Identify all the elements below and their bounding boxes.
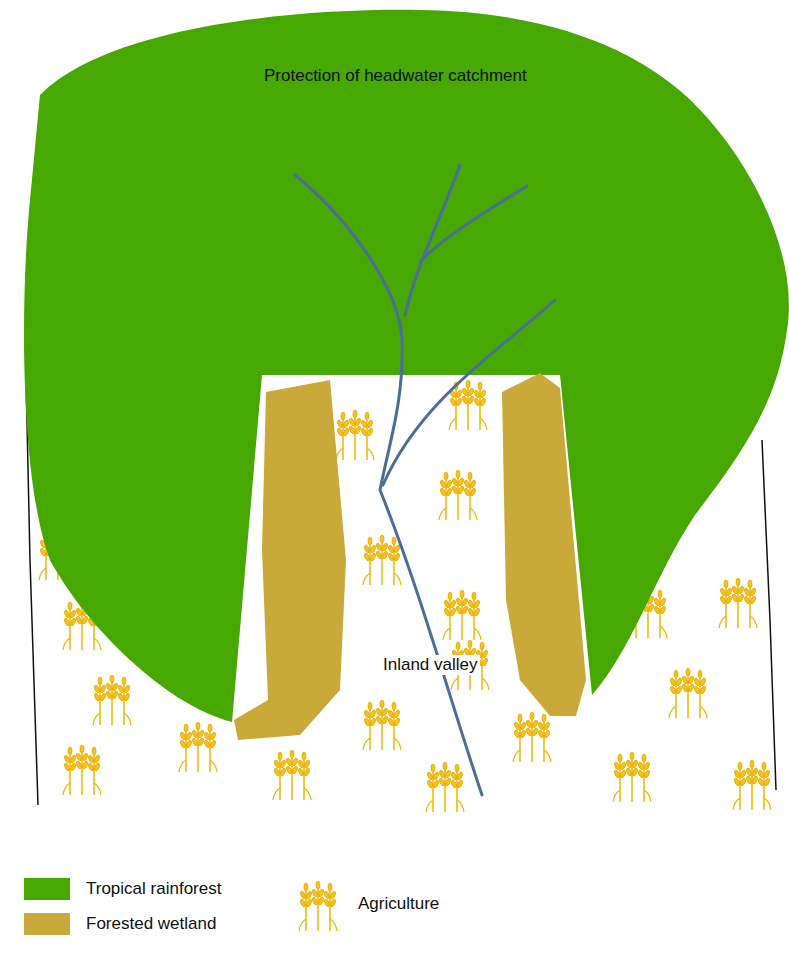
wheat-icon [439, 470, 477, 520]
legend-swatch [24, 913, 70, 935]
wetland-area [502, 373, 586, 716]
wheat-icon [513, 712, 551, 762]
wheat-icon [63, 745, 101, 795]
wheat-icon [733, 760, 771, 810]
rainforest-area [24, 10, 789, 722]
wetland-area [234, 380, 346, 740]
legend-label: Agriculture [356, 894, 441, 914]
region-label: Inland valley [381, 655, 480, 675]
wheat-icon [93, 675, 131, 725]
wheat-icon [273, 750, 311, 800]
wheat-icon [363, 535, 401, 585]
wheat-icon [363, 700, 401, 750]
legend-wheat-icon [296, 879, 340, 935]
wheat-icon [669, 668, 707, 718]
hill-outline [762, 440, 776, 790]
wheat-icon [443, 590, 481, 640]
wheat-icon [179, 722, 217, 772]
stream-network [295, 165, 555, 795]
wheat-icon [613, 752, 651, 802]
wheat-icon [336, 410, 374, 460]
wheat-icon [426, 762, 464, 812]
legend-label: Tropical rainforest [84, 879, 223, 899]
wheat-icon [719, 578, 757, 628]
legend-swatch [24, 878, 70, 900]
region-label: Protection of headwater catchment [262, 66, 529, 86]
legend-label: Forested wetland [84, 914, 218, 934]
